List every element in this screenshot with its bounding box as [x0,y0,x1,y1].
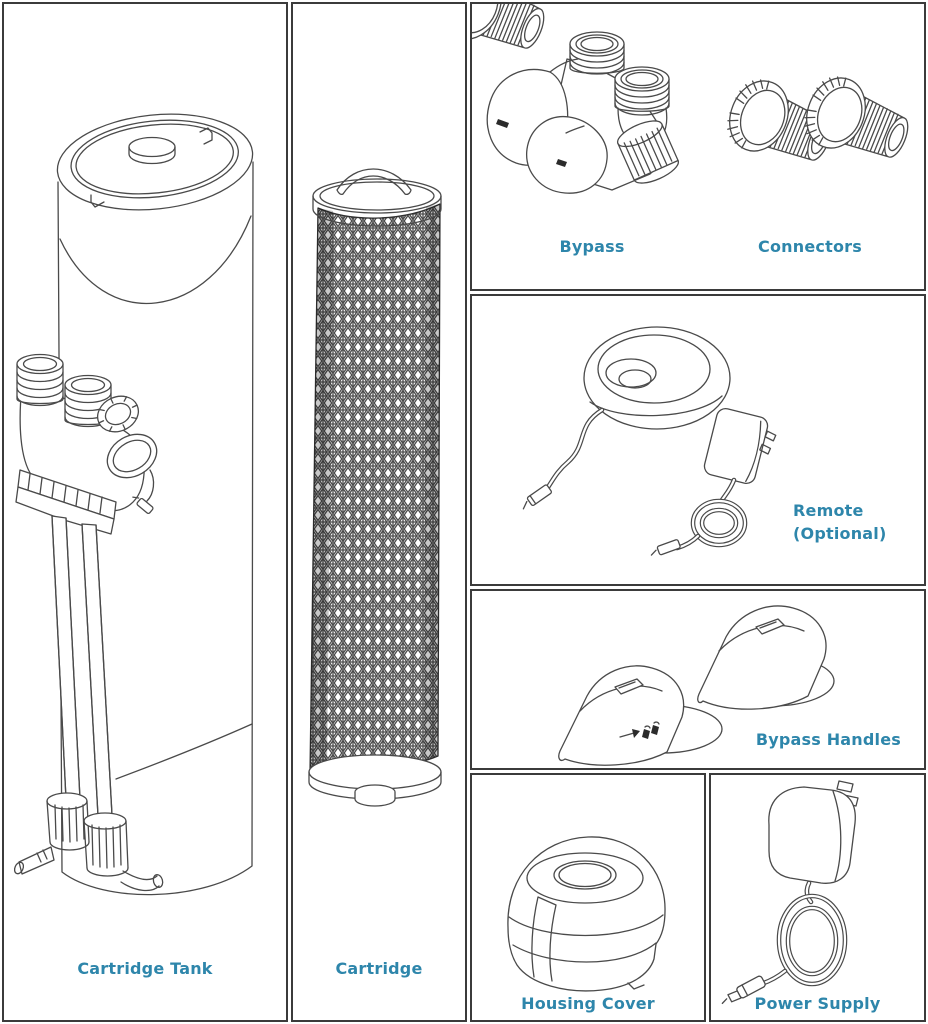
housing-cover-illustration [507,836,666,992]
connectors-label: Connectors [758,237,862,256]
cartridge-tank-label: Cartridge Tank [77,959,213,978]
panel-bypass-handles: Bypass Handles [470,589,926,770]
bypass-and-connectors-illustration [472,4,919,194]
bypass-illustration [486,31,680,194]
panel-cartridge: Cartridge [291,2,467,1022]
cartridge-tank-illustration [13,113,254,896]
power-supply-label: Power Supply [754,994,881,1013]
cartridge-illustration [308,168,442,807]
housing-cover-label: Housing Cover [521,994,655,1013]
panel-remote: Remote (Optional) [470,294,926,586]
remote-label: Remote (Optional) [793,499,886,545]
remote-label-line2: (Optional) [793,524,887,543]
remote-label-line1: Remote [793,501,864,520]
panel-cartridge-tank: Cartridge Tank [2,2,288,1022]
connectors-illustration [472,4,919,178]
cartridge-label: Cartridge [335,959,423,978]
panel-bypass-connectors: Bypass Connectors [470,2,926,291]
remote-illustration [522,326,777,556]
panel-housing-cover: Housing Cover [470,773,706,1022]
bypass-handles-illustration [558,605,835,766]
bypass-label: Bypass [559,237,625,256]
panel-power-supply: Power Supply [709,773,926,1022]
power-supply-illustration [721,780,859,1005]
bypass-handles-label: Bypass Handles [755,730,901,749]
